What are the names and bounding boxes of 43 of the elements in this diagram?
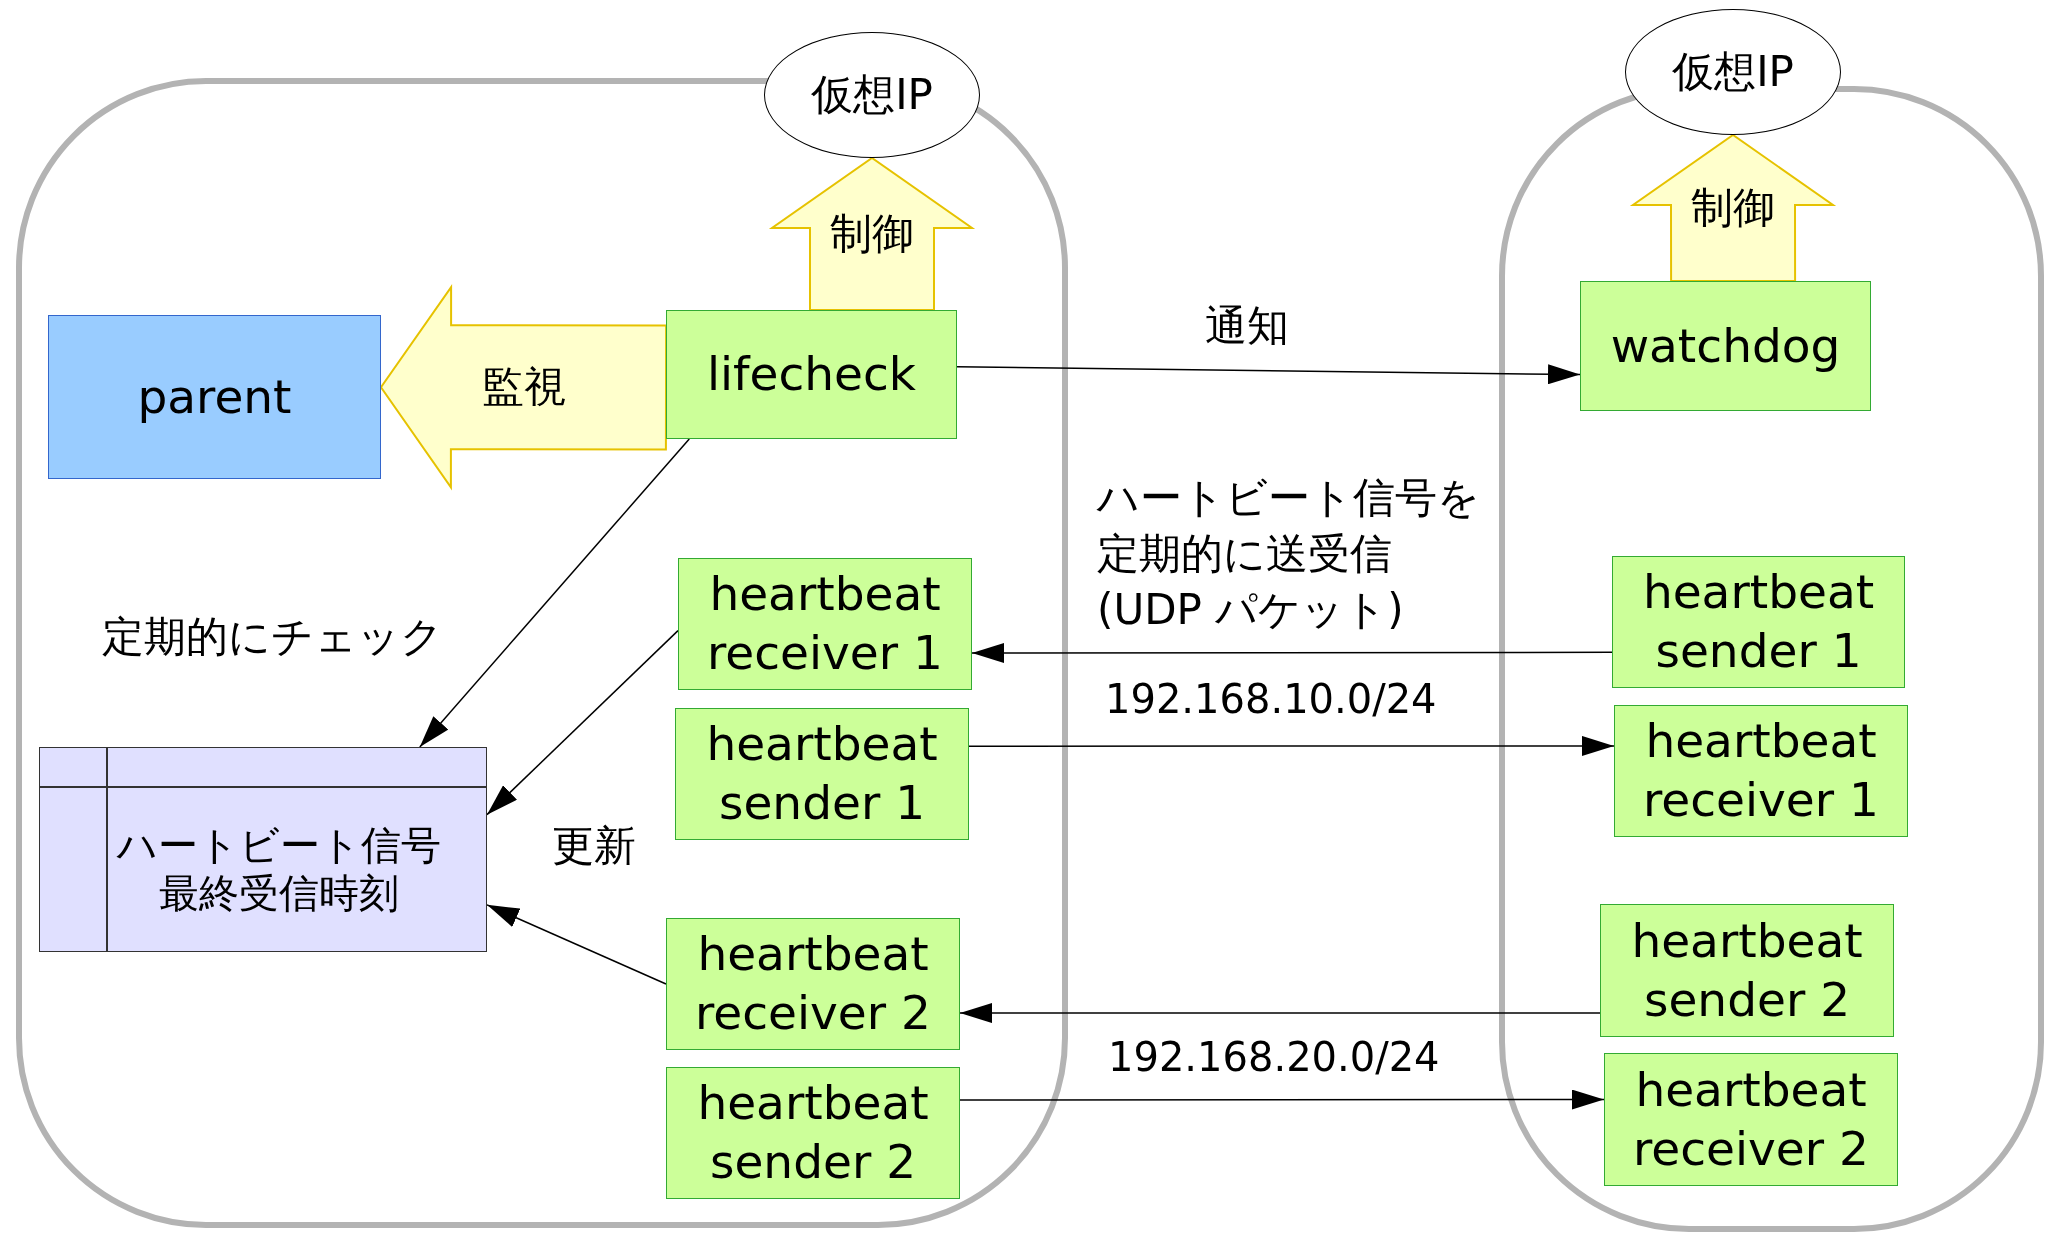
arrow bbox=[959, 1089, 1605, 1110]
process-box bbox=[1580, 281, 1871, 411]
node-text: 仮想IP bbox=[811, 69, 933, 121]
arrow bbox=[419, 438, 691, 748]
block-arrow bbox=[1629, 133, 1837, 282]
process-box bbox=[666, 918, 960, 1050]
edge-label: 制御 bbox=[830, 208, 914, 260]
note-text: 192.168.10.0/24 bbox=[1105, 676, 1435, 722]
node-text: heartbeat sender 2 bbox=[1630, 911, 1864, 1029]
process-box bbox=[675, 708, 969, 840]
note-text: 192.168.20.0/24 bbox=[1108, 1034, 1438, 1080]
block-arrow bbox=[768, 156, 976, 311]
data-table bbox=[39, 747, 487, 952]
arrow bbox=[486, 904, 667, 985]
edge-label: 制御 bbox=[1691, 182, 1776, 234]
node-text: 仮想IP bbox=[1672, 46, 1794, 98]
process-box bbox=[1612, 556, 1905, 688]
process-box bbox=[1604, 1053, 1898, 1186]
node-text: watchdog bbox=[1610, 316, 1841, 375]
node-text: heartbeat receiver 1 bbox=[706, 565, 944, 682]
note-text: ハートビート信号を定期的に送受信(UDP パケット) bbox=[1097, 472, 1481, 636]
edge-label: 監視 bbox=[481, 361, 566, 414]
process-box bbox=[1614, 705, 1908, 837]
arrow bbox=[971, 643, 1613, 663]
process-box bbox=[48, 315, 381, 479]
node-text: heartbeat receiver 2 bbox=[1632, 1060, 1870, 1178]
arrow bbox=[486, 629, 679, 816]
node-text: ハートビート信号最終受信時刻 bbox=[115, 820, 442, 918]
block-arrow bbox=[379, 284, 668, 491]
arrow bbox=[968, 735, 1615, 756]
node-text: parent bbox=[137, 367, 292, 426]
arrow bbox=[959, 1003, 1601, 1024]
process-box bbox=[678, 558, 972, 690]
process-box bbox=[666, 310, 957, 439]
arrow bbox=[956, 364, 1581, 385]
process-box bbox=[1600, 904, 1894, 1037]
node-text: heartbeat sender 1 bbox=[705, 715, 939, 832]
node-text: heartbeat sender 2 bbox=[696, 1074, 930, 1191]
node-text: heartbeat receiver 1 bbox=[1642, 712, 1880, 829]
node-text: lifecheck bbox=[706, 345, 917, 404]
node-text: heartbeat sender 1 bbox=[1641, 563, 1876, 680]
node-text: heartbeat receiver 2 bbox=[694, 925, 932, 1042]
process-box bbox=[666, 1067, 960, 1199]
